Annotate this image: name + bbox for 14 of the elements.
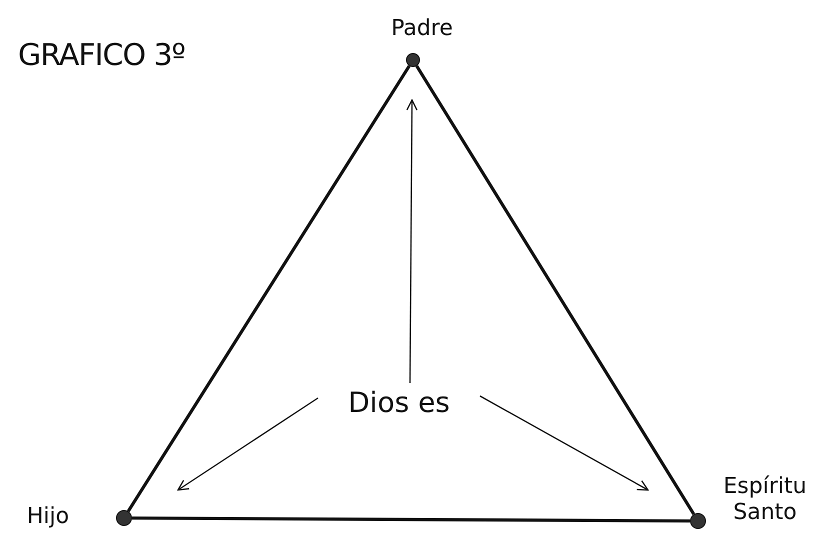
- triangle-side: [126, 65, 411, 512]
- triangle-side: [132, 516, 690, 523]
- node-text: Dios es: [348, 385, 450, 421]
- vertex-dot: [116, 510, 132, 526]
- arrow: [177, 397, 318, 491]
- arrow: [480, 395, 649, 491]
- vertex-dot: [690, 513, 706, 529]
- vertex-dot: [406, 53, 420, 67]
- vertex-label: Espíritu Santo: [722, 474, 808, 526]
- diagram-title: GRAFICO 3º: [18, 38, 185, 73]
- vertex-label: Padre: [390, 16, 454, 42]
- vertex-label: Hijo: [26, 504, 70, 530]
- arrow: [406, 99, 418, 383]
- triangle-side: [415, 65, 696, 516]
